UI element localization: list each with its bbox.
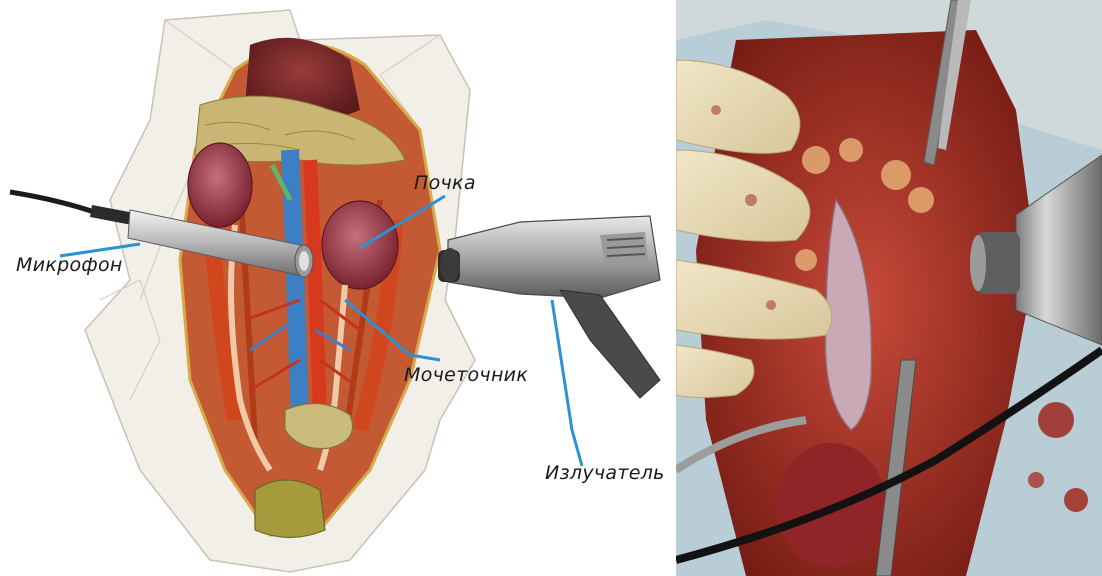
left-kidney [188,143,252,227]
anatomical-illustration-panel: Почка Микрофон Мочеточник Излучатель [0,0,676,576]
anatomy-drawing [0,0,676,576]
surgical-photo-panel [676,0,1102,576]
surgical-photo [676,0,1102,576]
right-kidney [322,201,398,289]
microphone-label: Микрофон [16,254,123,276]
vena-cava [290,150,300,420]
kidney-label: Почка [414,172,476,194]
microphone-cable [10,192,100,214]
emitter-label: Излучатель [545,462,665,484]
bladder [255,480,325,538]
emitter-leader-line [552,300,582,466]
ureter-label: Мочеточник [404,364,528,386]
